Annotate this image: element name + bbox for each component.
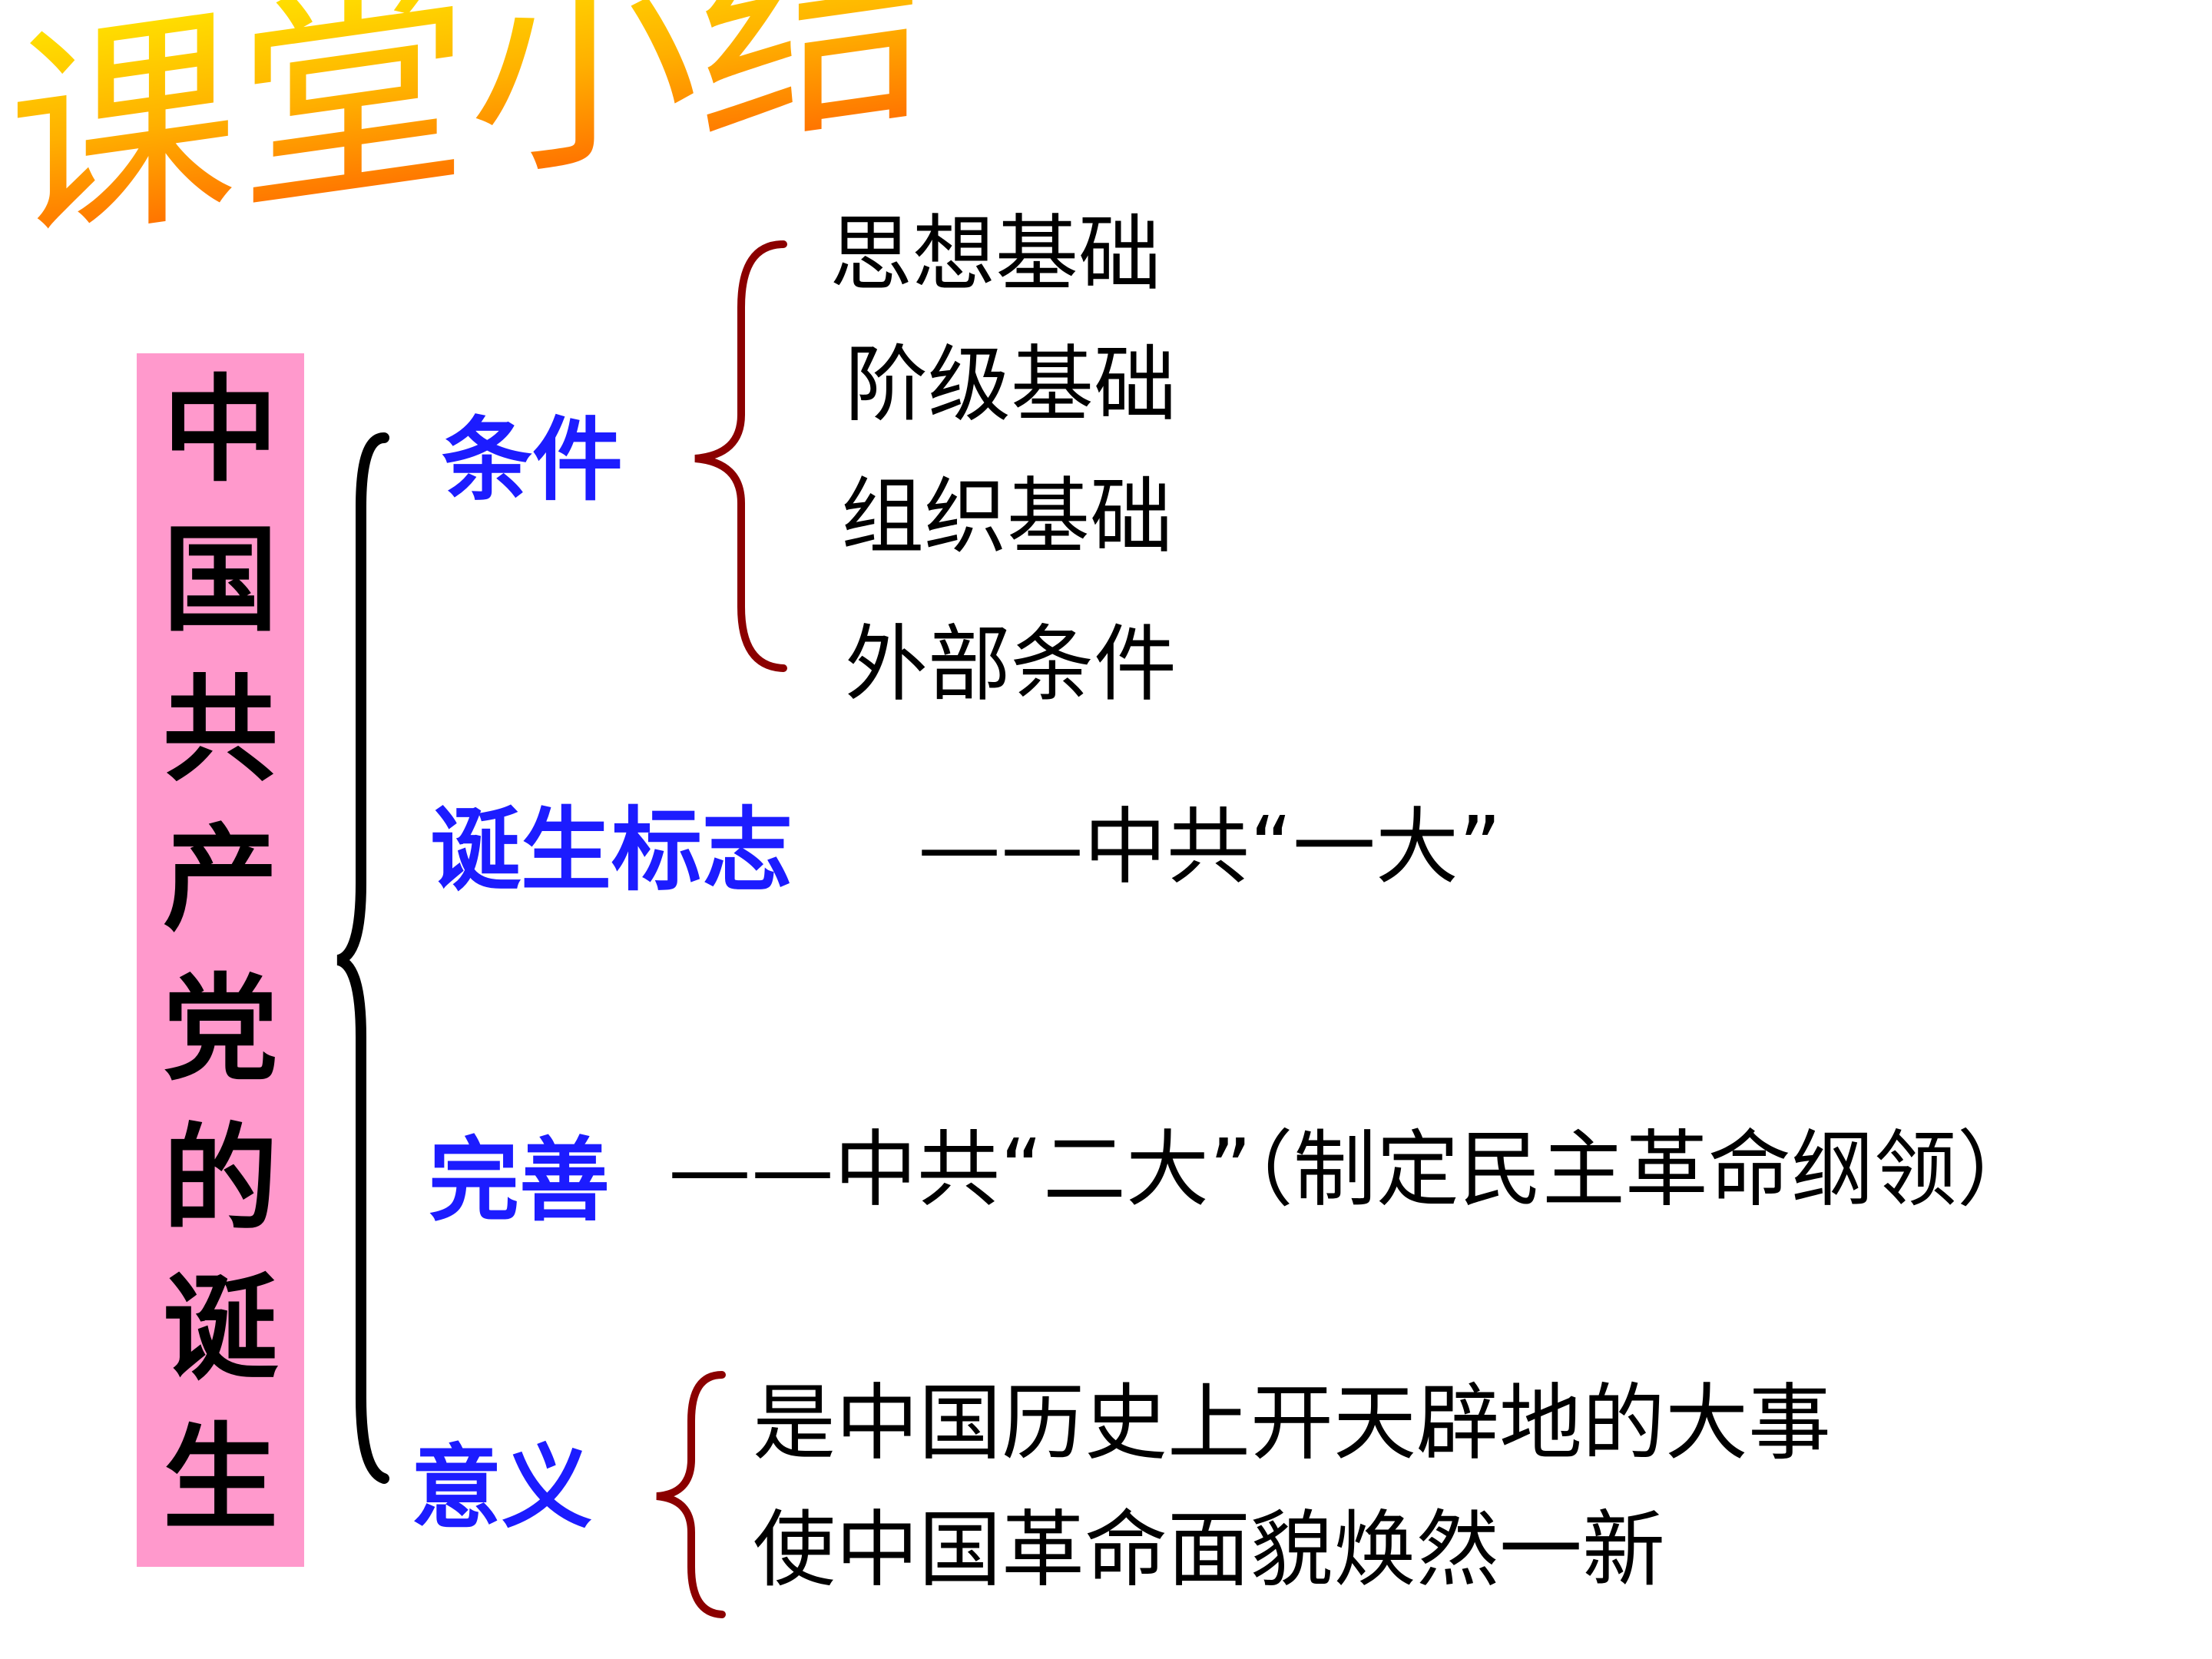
improvement-label: 完善 (429, 1127, 611, 1233)
main-brace (336, 432, 389, 1484)
topic-char: 国 (162, 512, 278, 647)
topic-char: 生 (162, 1411, 278, 1546)
condition-item: 阶级基础 (845, 337, 1177, 433)
significance-brace (656, 1371, 726, 1618)
condition-item: 思想基础 (830, 207, 1162, 303)
improvement-text: ——中共“二大”（制定民主革命纲领） (668, 1122, 2040, 1218)
topic-char: 党 (162, 962, 278, 1097)
topic-char: 产 (162, 812, 278, 947)
significance-label: 意义 (411, 1434, 593, 1541)
topic-char: 共 (162, 662, 278, 797)
birth-mark-text: ——中共“一大” (918, 800, 1502, 896)
conditions-label: 条件 (442, 406, 624, 513)
topic-box: 中 国 共 产 党 的 诞 生 (137, 353, 304, 1567)
condition-item: 组织基础 (841, 469, 1174, 565)
conditions-brace (694, 240, 787, 672)
topic-char: 诞 (162, 1261, 278, 1396)
condition-item: 外部条件 (845, 617, 1177, 713)
birth-mark-label: 诞生标志 (430, 796, 793, 903)
significance-item: 是中国历史上开天辟地的大事 (753, 1376, 1832, 1472)
topic-char: 中 (162, 363, 278, 498)
topic-char: 的 (162, 1111, 278, 1247)
significance-item: 使中国革命面貌焕然一新 (753, 1502, 1666, 1598)
